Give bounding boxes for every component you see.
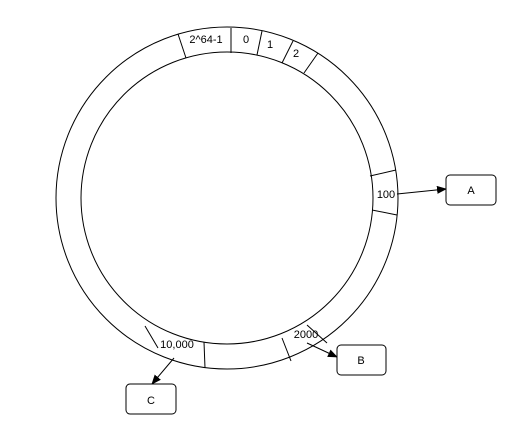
node-c: C bbox=[125, 383, 177, 415]
node-b-label: B bbox=[357, 355, 364, 367]
segment-label-1: 1 bbox=[267, 39, 273, 51]
node-a: A bbox=[445, 174, 497, 206]
segment-label-10000: 10,000 bbox=[160, 339, 194, 351]
node-a-label: A bbox=[467, 185, 475, 197]
segment-label-2: 2 bbox=[293, 48, 299, 60]
node-c-label: C bbox=[147, 395, 155, 407]
ring-outer bbox=[55, 26, 399, 370]
edges bbox=[151, 185, 447, 385]
segment-label-100: 100 bbox=[377, 189, 395, 201]
edge-100-to-a bbox=[396, 185, 447, 195]
edge-10000-to-c bbox=[151, 357, 175, 385]
edge-2000-to-b bbox=[306, 342, 338, 358]
segment-label-max: 2^64-1 bbox=[189, 34, 222, 46]
segment-label-2000: 2000 bbox=[294, 329, 318, 341]
ring-inner bbox=[80, 51, 374, 345]
ring-dividers bbox=[144, 28, 398, 369]
node-b: B bbox=[336, 344, 387, 376]
segment-label-0: 0 bbox=[243, 34, 249, 46]
